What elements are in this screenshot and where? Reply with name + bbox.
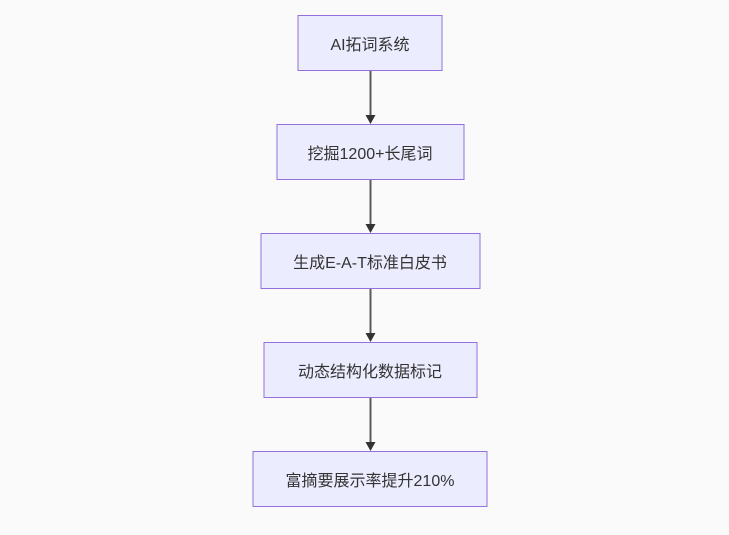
edge-line xyxy=(369,289,371,335)
node-generate-eat-whitepaper: 生成E-A-T标准白皮书 xyxy=(260,233,480,289)
edge-arrow-down-4 xyxy=(363,398,377,451)
node-label: 生成E-A-T标准白皮书 xyxy=(293,255,447,272)
node-dynamic-structured-data: 动态结构化数据标记 xyxy=(263,342,477,398)
node-ai-keyword-system: AI拓词系统 xyxy=(297,15,443,71)
node-mine-longtail-keywords: 挖掘1200+长尾词 xyxy=(276,124,464,180)
edge-line xyxy=(369,71,371,117)
node-rich-snippet-rate: 富摘要展示率提升210% xyxy=(252,451,488,507)
node-label: 富摘要展示率提升210% xyxy=(285,473,455,490)
arrowhead-down-icon xyxy=(365,224,375,233)
flowchart-column: AI拓词系统 挖掘1200+长尾词 生成E-A-T标准白皮书 动态结构化数据标记 xyxy=(252,15,488,507)
node-label: 动态结构化数据标记 xyxy=(297,364,442,381)
arrowhead-down-icon xyxy=(365,115,375,124)
arrowhead-down-icon xyxy=(365,442,375,451)
arrowhead-down-icon xyxy=(365,333,375,342)
edge-arrow-down-1 xyxy=(363,71,377,124)
edge-arrow-down-3 xyxy=(363,289,377,342)
node-label: AI拓词系统 xyxy=(330,37,410,54)
node-label: 挖掘1200+长尾词 xyxy=(307,146,433,163)
edge-line xyxy=(369,180,371,226)
edge-line xyxy=(369,398,371,444)
edge-arrow-down-2 xyxy=(363,180,377,233)
